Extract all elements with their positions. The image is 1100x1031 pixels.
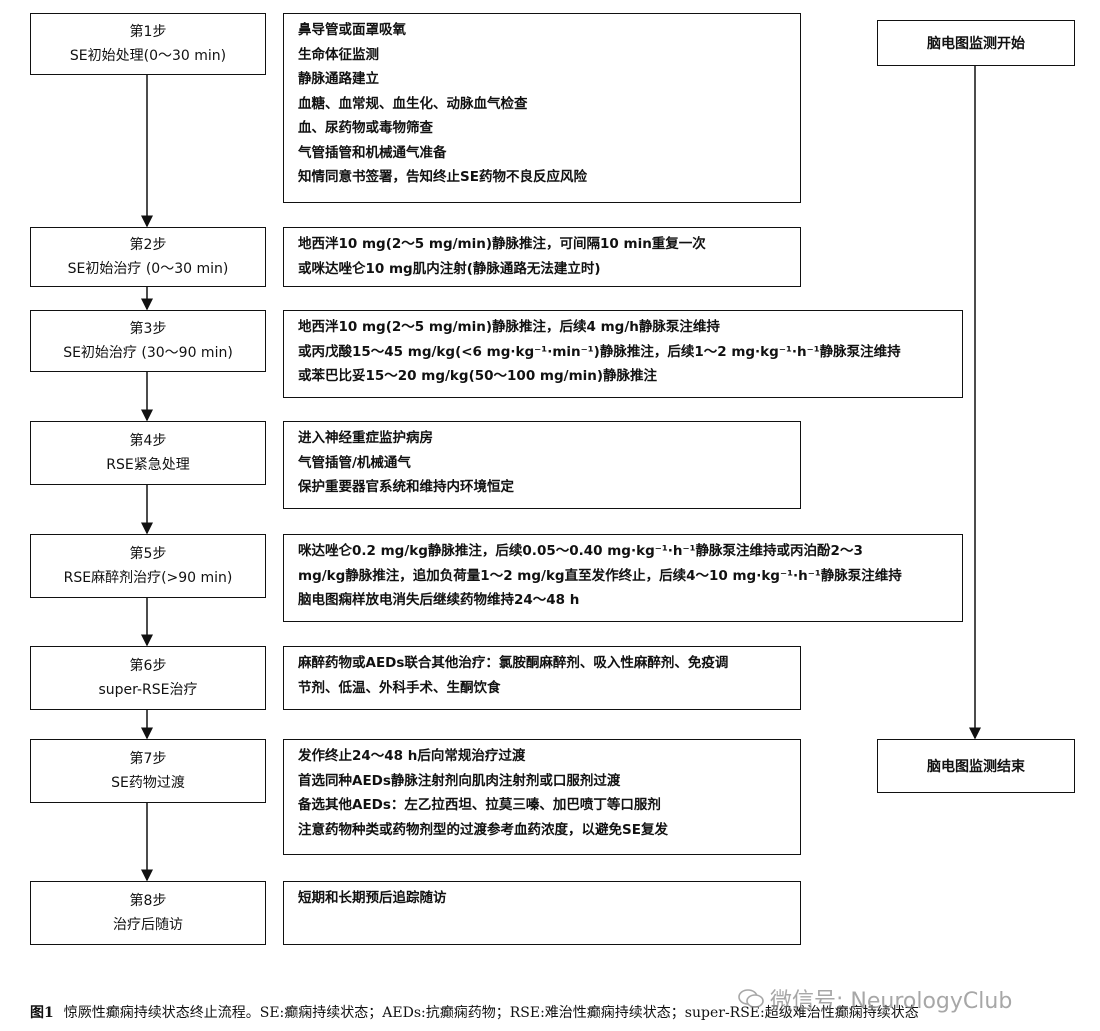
step-title: SE药物过渡 [111, 775, 185, 791]
detail-line: 注意药物种类或药物剂型的过渡参考血药浓度，以避免SE复发 [298, 821, 668, 838]
detail-line: 进入神经重症监护病房 [298, 430, 433, 446]
step2-box: 第2步 SE初始治疗 (0～30 min) [30, 227, 266, 287]
step-number: 第3步 [129, 321, 167, 337]
step-title: RSE麻醉剂治疗(>90 min) [63, 570, 233, 586]
step-number: 第2步 [129, 237, 167, 253]
eeg-start-label: 脑电图监测开始 [927, 36, 1025, 52]
detail-line: 短期和长期预后追踪随访 [298, 890, 447, 906]
detail-line: 静脉通路建立 [298, 71, 379, 87]
detail-line: 节剂、低温、外科手术、生酮饮食 [298, 679, 501, 696]
step3-box: 第3步 SE初始治疗 (30～90 min) [30, 310, 266, 372]
watermark: 微信号: NeurologyClub [738, 983, 1012, 1015]
caption-text: 惊厥性癫痫持续状态终止流程。SE:癫痫持续状态；AEDs:抗癫痫药物；RSE:难… [63, 1005, 919, 1021]
detail-line: 或苯巴比妥15～20 mg/kg(50～100 mg/min)静脉推注 [298, 368, 658, 384]
detail-line: 或丙戊酸15～45 mg/kg(<6 mg·kg⁻¹·min⁻¹)静脉推注，后续… [298, 343, 901, 360]
step-title: super-RSE治疗 [98, 682, 198, 698]
eeg-end-label: 脑电图监测结束 [927, 759, 1025, 775]
step1-details: 鼻导管或面罩吸氧 生命体征监测 静脉通路建立 血糖、血常规、血生化、动脉血气检查… [283, 13, 801, 203]
step7-box: 第7步 SE药物过渡 [30, 739, 266, 803]
step-number: 第5步 [129, 546, 167, 562]
wechat-icon [738, 989, 764, 1009]
detail-line: 地西泮10 mg(2～5 mg/min)静脉推注，可间隔10 min重复一次 [298, 236, 706, 252]
detail-line: 备选其他AEDs：左乙拉西坦、拉莫三嗪、加巴喷丁等口服剂 [298, 797, 661, 813]
step5-details: 咪达唑仑0.2 mg/kg静脉推注，后续0.05～0.40 mg·kg⁻¹·h⁻… [283, 534, 963, 622]
step-number: 第6步 [129, 658, 167, 674]
detail-line: 气管插管和机械通气准备 [298, 144, 447, 161]
detail-line: 脑电图痫样放电消失后继续药物维持24～48 h [298, 592, 580, 608]
step-number: 第4步 [129, 433, 167, 449]
detail-line: 或咪达唑仑10 mg肌内注射(静脉通路无法建立时) [298, 260, 601, 277]
detail-line: 咪达唑仑0.2 mg/kg静脉推注，后续0.05～0.40 mg·kg⁻¹·h⁻… [298, 543, 863, 559]
step4-box: 第4步 RSE紧急处理 [30, 421, 266, 485]
detail-line: 首选同种AEDs静脉注射剂向肌肉注射剂或口服剂过渡 [298, 772, 621, 789]
detail-line: 生命体征监测 [298, 46, 379, 63]
detail-line: 血糖、血常规、血生化、动脉血气检查 [298, 95, 528, 112]
step1-box: 第1步 SE初始处理(0～30 min) [30, 13, 266, 75]
step-title: SE初始处理(0～30 min) [69, 48, 227, 64]
step-title: 治疗后随访 [113, 917, 183, 933]
detail-line: 气管插管/机械通气 [298, 454, 411, 471]
eeg-start-box: 脑电图监测开始 [877, 20, 1075, 66]
step-number: 第8步 [129, 893, 167, 909]
step-title: SE初始治疗 (0～30 min) [67, 261, 229, 277]
detail-line: 地西泮10 mg(2～5 mg/min)静脉推注，后续4 mg/h静脉泵注维持 [298, 319, 720, 335]
detail-line: mg/kg静脉推注，追加负荷量1～2 mg/kg直至发作终止，后续4～10 mg… [298, 567, 902, 584]
detail-line: 发作终止24～48 h后向常规治疗过渡 [298, 748, 526, 764]
step-title: SE初始治疗 (30～90 min) [63, 345, 233, 361]
step-title: RSE紧急处理 [106, 457, 190, 473]
step8-box: 第8步 治疗后随访 [30, 881, 266, 945]
step3-details: 地西泮10 mg(2～5 mg/min)静脉推注，后续4 mg/h静脉泵注维持 … [283, 310, 963, 398]
step6-details: 麻醉药物或AEDs联合其他治疗：氯胺酮麻醉剂、吸入性麻醉剂、免疫调 节剂、低温、… [283, 646, 801, 710]
figure-caption: 图1 惊厥性癫痫持续状态终止流程。SE:癫痫持续状态；AEDs:抗癫痫药物；RSE… [30, 1002, 919, 1022]
detail-line: 知情同意书签署，告知终止SE药物不良反应风险 [298, 169, 587, 185]
step-number: 第7步 [129, 751, 167, 767]
detail-line: 保护重要器官系统和维持内环境恒定 [298, 479, 514, 495]
eeg-end-box: 脑电图监测结束 [877, 739, 1075, 793]
step6-box: 第6步 super-RSE治疗 [30, 646, 266, 710]
step5-box: 第5步 RSE麻醉剂治疗(>90 min) [30, 534, 266, 598]
step2-details: 地西泮10 mg(2～5 mg/min)静脉推注，可间隔10 min重复一次 或… [283, 227, 801, 287]
step8-details: 短期和长期预后追踪随访 [283, 881, 801, 945]
step7-details: 发作终止24～48 h后向常规治疗过渡 首选同种AEDs静脉注射剂向肌肉注射剂或… [283, 739, 801, 855]
watermark-text: 微信号: NeurologyClub [770, 989, 1013, 1014]
detail-line: 麻醉药物或AEDs联合其他治疗：氯胺酮麻醉剂、吸入性麻醉剂、免疫调 [298, 655, 729, 671]
detail-line: 鼻导管或面罩吸氧 [298, 22, 406, 38]
figure-number: 图1 [30, 1005, 54, 1021]
step4-details: 进入神经重症监护病房 气管插管/机械通气 保护重要器官系统和维持内环境恒定 [283, 421, 801, 509]
detail-line: 血、尿药物或毒物筛查 [298, 120, 433, 136]
step-number: 第1步 [129, 24, 167, 40]
